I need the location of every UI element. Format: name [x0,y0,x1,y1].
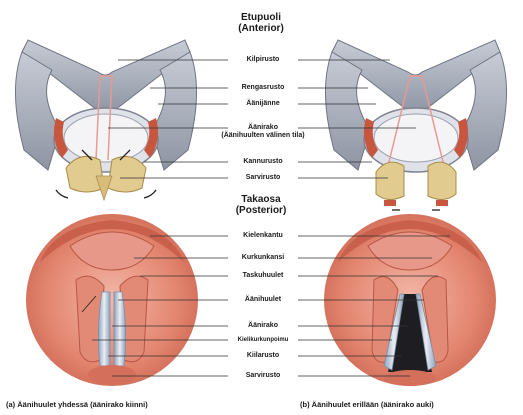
label-rengasrusto: Rengasrusto [228,84,298,92]
label-kannurusto: Kannurusto [228,158,298,166]
label-aanirako-top-text: Äänirako [218,124,308,132]
caption-right: (b) Äänihuulet erillään (äänirako auki) [300,400,434,409]
label-kurkunkansi: Kurkunkansi [228,254,298,262]
label-kilpirusto: Kilpirusto [228,56,298,64]
top-left-cartilage-view [15,40,196,200]
header-front: Etupuoli (Anterior) [213,12,309,34]
header-back-title: Takaosa [213,194,309,205]
header-back: Takaosa (Posterior) [213,194,309,216]
label-kielinkantu: Kielenkantu [228,232,298,240]
caption-left: (a) Äänihuulet yhdessä (äänirako kiinni) [6,400,148,409]
label-kielikurkunpoimu: Kielikurkunpoimu [224,336,302,344]
top-right-cartilage-view [325,40,506,210]
label-aanihuulet: Äänihuulet [228,296,298,304]
label-aanirako-bottom: Äänirako [228,322,298,330]
label-aanirako-top: Äänirako (Äänihuulten välinen tila) [218,124,308,140]
label-kiilarusto: Kiilarusto [228,352,298,360]
header-back-subtitle: (Posterior) [213,205,309,216]
label-sarvirusto-top: Sarvirusto [228,174,298,182]
header-front-subtitle: (Anterior) [213,23,309,34]
label-sarvirusto-bottom: Sarvirusto [228,372,298,380]
label-aanirako-top-sub: (Äänihuulten välinen tila) [218,132,308,140]
header-front-title: Etupuoli [213,12,309,23]
label-taskuhuulet: Taskuhuulet [228,272,298,280]
label-aanijanne: Äänijänne [228,100,298,108]
